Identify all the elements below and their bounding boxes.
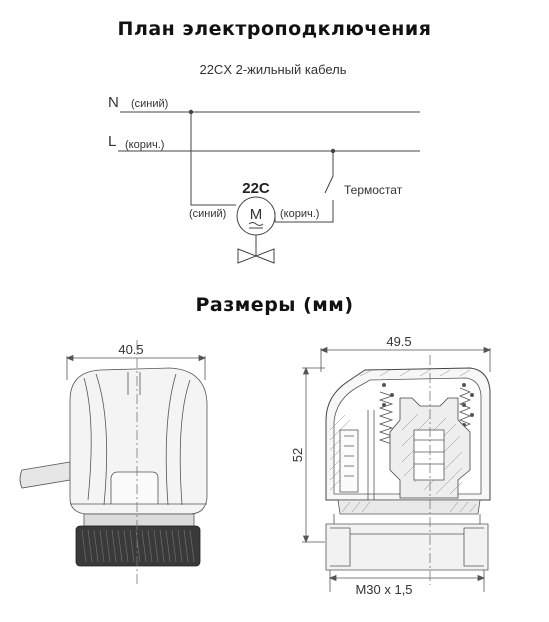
front-width-value: 40.5 bbox=[118, 342, 143, 357]
dimensions-title: Размеры (мм) bbox=[195, 294, 354, 316]
thermostat-label: Термостат bbox=[344, 183, 403, 197]
actuator-neck bbox=[83, 513, 195, 527]
front-view-drawing: 40.5 bbox=[19, 340, 208, 585]
n-label: (синий) bbox=[131, 98, 168, 110]
cable-stub bbox=[19, 461, 71, 489]
wiring-diagram: 22CX 2-жильный кабель N (синий) L (корич… bbox=[108, 62, 420, 264]
l-letter: L bbox=[108, 133, 116, 150]
motor-left-wire-label: (синий) bbox=[189, 208, 226, 220]
right-spring bbox=[458, 387, 472, 433]
threaded-nut bbox=[325, 523, 489, 571]
brown-wire-return bbox=[275, 200, 334, 223]
thermostat-switch bbox=[324, 175, 334, 194]
valve-icon bbox=[237, 248, 275, 264]
thread-size-value: M30 x 1,5 bbox=[355, 582, 412, 597]
blue-wire-drop bbox=[190, 112, 236, 206]
indicator-window bbox=[110, 471, 159, 504]
actuator-housing bbox=[69, 367, 208, 515]
section-adapter bbox=[337, 499, 481, 515]
model-label: 22C bbox=[242, 180, 270, 197]
wiring-plan-title: План электроподключения bbox=[117, 18, 432, 40]
height-value: 52 bbox=[290, 448, 305, 462]
ac-symbol bbox=[248, 222, 264, 226]
cable-subtitle: 22CX 2-жильный кабель bbox=[199, 62, 346, 77]
section-view-drawing: 49.5 52 bbox=[290, 334, 492, 597]
motor-letter: M bbox=[250, 206, 263, 223]
motor-right-wire-label: (корич.) bbox=[280, 208, 319, 220]
n-letter: N bbox=[108, 94, 119, 111]
section-width-value: 49.5 bbox=[386, 334, 411, 349]
l-label: (корич.) bbox=[125, 139, 164, 151]
heating-element bbox=[339, 429, 359, 493]
piston-core bbox=[413, 429, 445, 481]
